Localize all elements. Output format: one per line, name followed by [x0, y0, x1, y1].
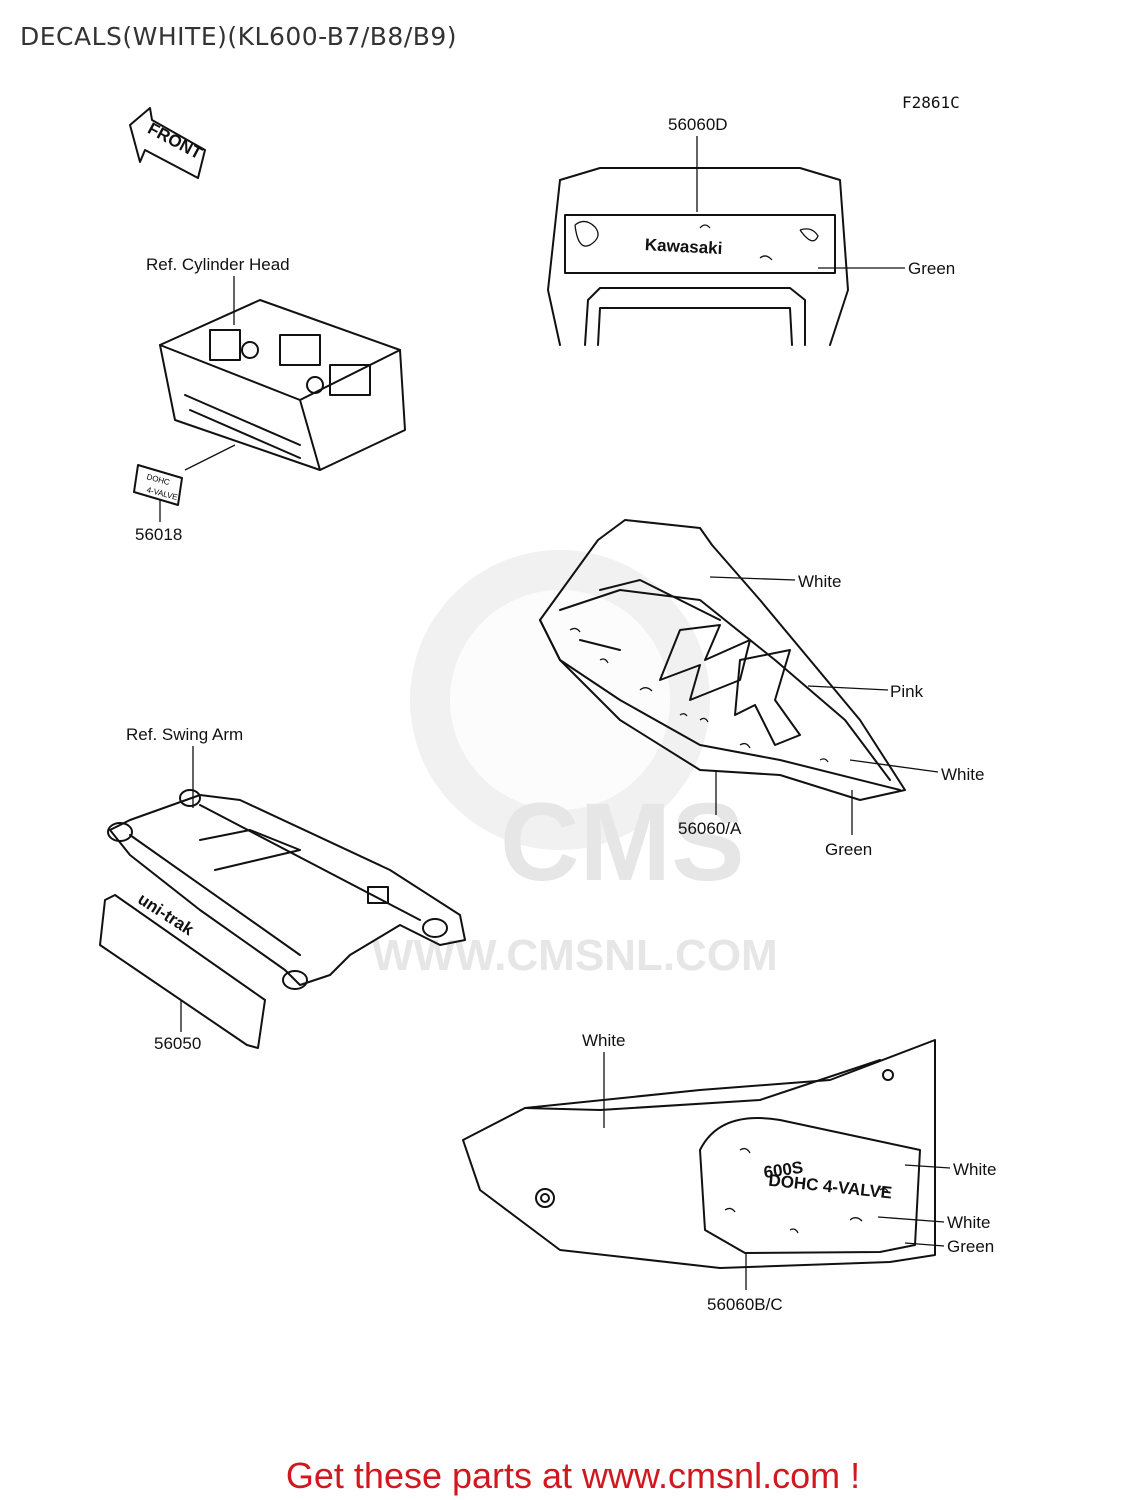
cylinder-head-illustration [159, 299, 406, 471]
side-cover-illustration: 600S DOHC 4-VALVE [462, 1039, 936, 1269]
parts-diagram: CMS WWW.CMSNL.COM F2861C FRONT Ref. Cyli… [99, 93, 996, 1314]
footer-link[interactable]: Get these parts at www.cmsnl.com ! [285, 1455, 861, 1496]
color-label-white-1: White [798, 572, 841, 591]
swing-arm-illustration [107, 789, 466, 990]
color-label-green-2: Green [825, 840, 872, 859]
watermark-url: WWW.CMSNL.COM [372, 931, 778, 980]
diagram-title: DECALS(WHITE)(KL600-B7/B8/B9) [20, 22, 458, 51]
front-arrow-label: FRONT [145, 119, 206, 164]
tank-shroud-illustration [539, 519, 906, 801]
color-label-green-1: Green [908, 259, 955, 278]
headlight-cowl-illustration: Kawasaki [547, 167, 849, 346]
color-label-white-5: White [947, 1213, 990, 1232]
watermark: CMS WWW.CMSNL.COM [372, 550, 778, 980]
decal-56018: DOHC 4-VALVE [133, 464, 183, 506]
ref-cylinder-head-label: Ref. Cylinder Head [146, 255, 290, 274]
kl-logo-icon [659, 624, 801, 746]
color-label-white-4: White [953, 1160, 996, 1179]
decal-kawasaki-text: Kawasaki [644, 235, 722, 258]
watermark-brand: CMS [500, 781, 744, 904]
front-arrow-icon: FRONT [129, 107, 206, 179]
ref-swing-arm-label: Ref. Swing Arm [126, 725, 243, 744]
part-56060d: 56060D [668, 115, 728, 134]
decal-dohc-text: DOHC 4-VALVE [768, 1171, 893, 1203]
part-56060a: 56060/A [678, 819, 742, 838]
part-56060bc: 56060B/C [707, 1295, 783, 1314]
color-label-pink: Pink [890, 682, 924, 701]
figure-code: F2861C [902, 93, 960, 112]
part-56050: 56050 [154, 1034, 201, 1053]
part-56018: 56018 [135, 525, 182, 544]
color-label-white-3: White [582, 1031, 625, 1050]
color-label-green-3: Green [947, 1237, 994, 1256]
color-label-white-2: White [941, 765, 984, 784]
